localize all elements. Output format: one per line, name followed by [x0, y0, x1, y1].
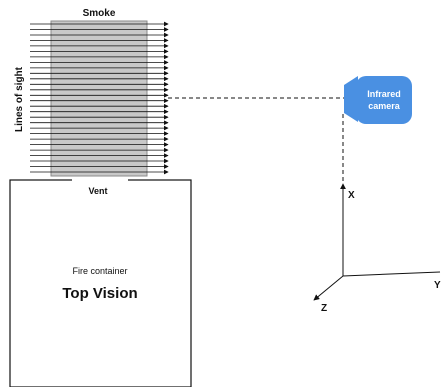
fire-container-label: Fire container — [72, 266, 127, 276]
vent-label: Vent — [88, 186, 107, 196]
z-axis — [313, 275, 344, 301]
axis-x-label: X — [348, 190, 355, 201]
camera-icon — [344, 76, 412, 124]
y-axis — [342, 271, 441, 277]
smoke-region — [50, 20, 148, 177]
lines-of-sight-label: Lines of sight — [14, 66, 25, 132]
top-vision-label: Top Vision — [62, 285, 137, 302]
smoke-label: Smoke — [83, 8, 116, 19]
camera-label-line1: Infrared — [367, 89, 401, 99]
fire-container — [9, 179, 192, 388]
camera-label-line2: camera — [368, 101, 401, 111]
axis-y-label: Y — [434, 280, 441, 291]
axis-z-label: Z — [321, 303, 327, 314]
sight-lines — [30, 21, 169, 175]
